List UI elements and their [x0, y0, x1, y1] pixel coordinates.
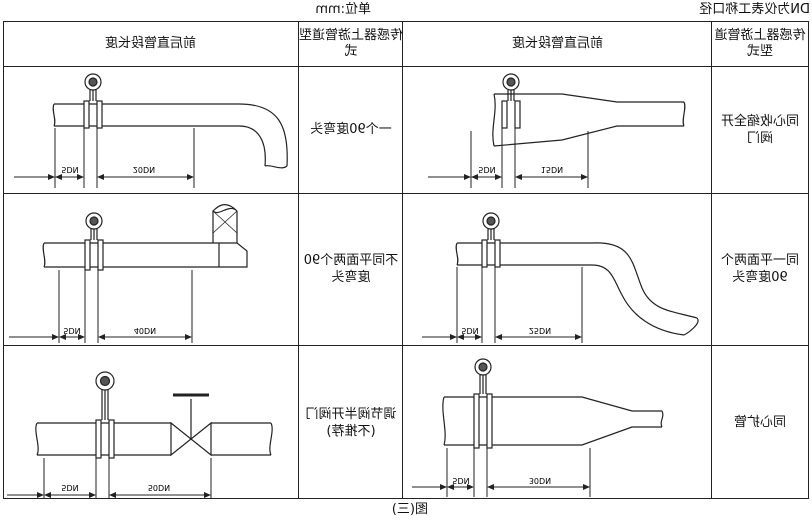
- header-length-left: 前后直管段长度: [512, 36, 604, 51]
- label-downstream-same-plane: 5DN: [461, 326, 478, 335]
- label-downstream-elbow: 5DN: [61, 165, 78, 174]
- label-downstream-reducer: 5DN: [478, 165, 495, 174]
- label-upstream-reducer: 15DN: [541, 165, 563, 174]
- label-upstream-expander: 30DN: [529, 476, 551, 485]
- diagram-single-elbow: 5DN 20DN: [2, 66, 299, 193]
- label-upstream-same-plane: 25DN: [529, 326, 551, 335]
- note-label: DN为仪表工称口径: [699, 2, 810, 17]
- header-type-left: 传感器上游管道型式: [714, 28, 806, 59]
- row2-left-type: 同一平面两个90度弯头: [721, 253, 800, 285]
- label-downstream-diff-plane: 5DN: [63, 326, 80, 335]
- unit-label: 单位:mm: [315, 2, 371, 17]
- figure-caption: 图(三): [391, 502, 428, 517]
- label-downstream-expander: 5DN: [452, 476, 469, 485]
- diagram-control-valve: 5DN 50DN: [2, 345, 299, 500]
- diagram-reducer: 5DN 15DN: [403, 66, 712, 193]
- label-downstream-valve: 5DN: [61, 483, 78, 492]
- row1-right-type: 一个90度弯头: [310, 122, 392, 137]
- pipe-length-table: 传感器上游管道型式 前后直管段长度 传感器上游管道型式 前后直管段长度 同心收缩…: [3, 21, 809, 499]
- row3-left-type: 同心扩管: [734, 415, 787, 430]
- diagram-two-elbows-same-plane: 5DN 25DN: [403, 193, 712, 345]
- header-type-right: 传感器上游管道型式: [298, 28, 403, 59]
- row2-right-type: 不同平面两个90度弯头: [303, 253, 399, 285]
- diagram-expander: 5DN 30DN: [403, 345, 712, 500]
- header-length-right: 前后直管段长度: [105, 36, 197, 51]
- label-upstream-valve: 50DN: [148, 483, 170, 492]
- label-upstream-elbow: 20DN: [133, 165, 155, 174]
- diagram-two-elbows-diff-plane: 5DN 40DN: [2, 193, 299, 345]
- row3-right-type: 调节阀半开阀门(不推荐): [305, 406, 397, 439]
- row1-left-type: 同心收缩全开阀门: [721, 113, 800, 146]
- label-upstream-diff-plane: 40DN: [134, 326, 156, 335]
